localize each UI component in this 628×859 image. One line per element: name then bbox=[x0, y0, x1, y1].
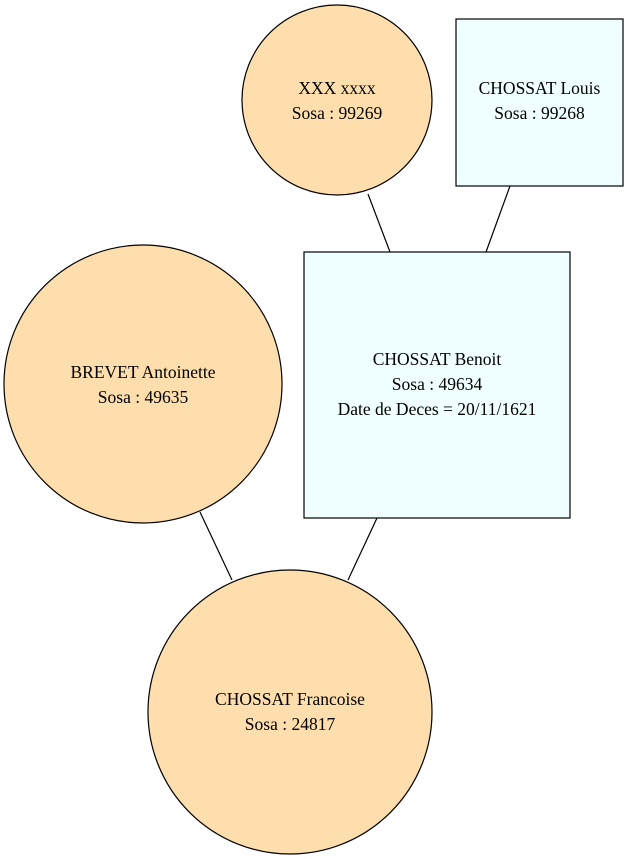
node-chossat-francoise-sosa: Sosa : 24817 bbox=[245, 714, 336, 734]
edge-benoit-to-francoise bbox=[347, 517, 378, 581]
edge-louis-to-benoit bbox=[485, 185, 511, 253]
edge-antoinette-to-francoise bbox=[199, 511, 233, 581]
node-chossat-louis-name: CHOSSAT Louis bbox=[479, 78, 601, 98]
node-chossat-benoit-sosa: Sosa : 49634 bbox=[392, 374, 483, 394]
node-chossat-louis[interactable]: CHOSSAT Louis Sosa : 99268 bbox=[455, 18, 624, 187]
node-chossat-benoit-death-date: Date de Deces = 20/11/1621 bbox=[338, 399, 537, 419]
node-brevet-antoinette-sosa: Sosa : 49635 bbox=[98, 387, 189, 407]
node-brevet-antoinette-name: BREVET Antoinette bbox=[70, 362, 215, 382]
node-xxx-xxxx[interactable]: XXX xxxx Sosa : 99269 bbox=[241, 4, 433, 196]
node-chossat-benoit[interactable]: CHOSSAT Benoit Sosa : 49634 Date de Dece… bbox=[303, 251, 571, 519]
node-chossat-louis-box bbox=[455, 18, 624, 187]
node-brevet-antoinette[interactable]: BREVET Antoinette Sosa : 49635 bbox=[3, 244, 283, 524]
node-xxx-xxxx-sosa: Sosa : 99269 bbox=[292, 103, 383, 123]
node-chossat-benoit-box bbox=[303, 251, 571, 519]
node-xxx-xxxx-circle bbox=[241, 4, 433, 196]
node-chossat-benoit-name: CHOSSAT Benoit bbox=[373, 349, 502, 369]
node-chossat-francoise-circle bbox=[147, 569, 433, 855]
node-chossat-francoise[interactable]: CHOSSAT Francoise Sosa : 24817 bbox=[147, 569, 433, 855]
edges bbox=[199, 185, 511, 581]
node-chossat-francoise-name: CHOSSAT Francoise bbox=[215, 689, 365, 709]
node-xxx-xxxx-name: XXX xxxx bbox=[298, 78, 376, 98]
node-brevet-antoinette-circle bbox=[3, 244, 283, 524]
edge-xxx-to-benoit bbox=[367, 193, 391, 253]
node-chossat-louis-sosa: Sosa : 99268 bbox=[494, 103, 585, 123]
